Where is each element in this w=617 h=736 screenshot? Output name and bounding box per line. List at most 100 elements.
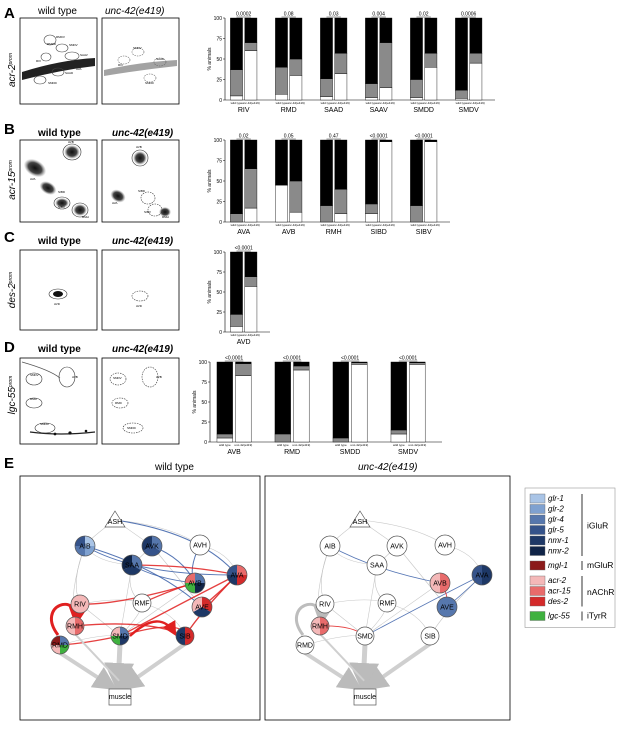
bar-segment	[289, 211, 303, 223]
group-label: SMDV	[398, 449, 419, 456]
cell-label: SMDV	[30, 373, 39, 377]
bar-segment	[320, 96, 333, 101]
y-axis-label: % animals	[207, 280, 213, 304]
cell-label: AVA	[30, 177, 36, 181]
y-tick-label: 25	[216, 310, 222, 316]
node-slice	[185, 627, 194, 645]
node-slice	[120, 627, 129, 636]
y-tick-label: 25	[216, 77, 222, 83]
cell-label: SMDD	[48, 81, 58, 85]
node-circle	[50, 635, 70, 655]
node-slice	[75, 617, 84, 635]
bar-segment	[244, 276, 258, 287]
node-circle	[436, 596, 458, 618]
legend-gene-label: acr-2	[548, 576, 567, 585]
network-node	[74, 535, 96, 557]
legend-swatch	[529, 525, 546, 535]
bar-segment	[244, 50, 258, 101]
muscle-edge	[74, 633, 128, 690]
bar-segment	[244, 286, 258, 333]
bar-sub-label: wild type	[411, 223, 423, 227]
bar-segment	[455, 89, 468, 99]
bar-sub-label: wild type	[276, 101, 288, 105]
node-label: SIB	[179, 634, 191, 641]
node-label: RMD	[52, 643, 68, 650]
y-tick-label: 50	[216, 179, 222, 185]
y-tick-label: 25	[216, 199, 222, 205]
bar-segment	[293, 365, 310, 371]
bar-sub-label: wild type	[219, 443, 231, 447]
node-slice	[60, 645, 69, 654]
node-circle	[132, 593, 152, 613]
cell-label: RMDD	[47, 42, 57, 46]
bar-segment	[351, 364, 368, 443]
group-label: RMD	[284, 449, 300, 456]
bar-segment	[235, 363, 252, 376]
network-node	[420, 626, 440, 646]
y-tick-label: 75	[216, 270, 222, 276]
node-slice	[237, 565, 247, 575]
bar-segment	[424, 139, 438, 142]
legend-swatch	[529, 504, 546, 514]
cell-label: AVB	[136, 145, 142, 149]
bar-segment	[365, 203, 378, 215]
bar-segment	[424, 17, 438, 54]
y-tick-label: 0	[219, 330, 222, 336]
node-label: AVA	[231, 573, 244, 580]
node-slice	[71, 595, 89, 613]
bar-sub-label: wild type	[366, 101, 378, 105]
panel-letter-E: E	[4, 455, 14, 472]
p-value: 0.03	[329, 12, 339, 18]
legend-swatch	[529, 546, 546, 556]
group-label: RMH	[326, 229, 342, 236]
panel-A-reporter-label: acr-2prom	[7, 53, 18, 87]
muscle-edge	[363, 642, 432, 691]
group-label: SMDV	[459, 107, 480, 114]
node-circle	[420, 626, 440, 646]
panel-letter-D: D	[4, 339, 15, 356]
node-circle	[386, 535, 408, 557]
bar-segment	[274, 361, 291, 435]
node-slice	[60, 636, 69, 645]
node-label: muscle	[109, 694, 131, 701]
node-circle	[434, 534, 456, 556]
cell-label: AVD	[54, 302, 61, 306]
bar-segment	[410, 97, 423, 101]
y-tick-label: 50	[216, 57, 222, 63]
node-circle	[184, 572, 206, 594]
bar-segment	[365, 97, 378, 101]
y-tick-label: 100	[199, 360, 208, 366]
bar-segment	[334, 188, 348, 214]
cell-label: SIBV	[58, 205, 65, 209]
bar-segment	[424, 141, 438, 223]
bar-segment	[365, 213, 378, 223]
node-slice	[237, 575, 247, 585]
bar-segment	[455, 17, 468, 91]
y-tick-label: 100	[214, 16, 223, 22]
sensory-node	[104, 510, 126, 528]
node-circle	[429, 572, 451, 594]
p-value: <0.0001	[399, 356, 417, 362]
network-node	[121, 554, 143, 576]
p-value: <0.0001	[415, 134, 433, 140]
p-value: 0.02	[419, 12, 429, 18]
node-circle	[141, 535, 163, 557]
bar-segment	[275, 17, 288, 68]
node-label: AVB	[433, 581, 447, 588]
node-label: ASH	[108, 519, 122, 526]
y-tick-label: 0	[219, 220, 222, 226]
network-node	[436, 596, 458, 618]
node-circle	[471, 564, 493, 586]
node-slice	[120, 636, 129, 645]
p-value: <0.0001	[283, 356, 301, 362]
bar-segment	[334, 73, 348, 101]
bar-segment	[244, 251, 258, 277]
bar-sub-label: unc-42(e419)	[292, 443, 310, 447]
y-tick-label: 75	[216, 36, 222, 42]
bar-segment	[334, 139, 348, 190]
bar-segment	[244, 168, 258, 209]
